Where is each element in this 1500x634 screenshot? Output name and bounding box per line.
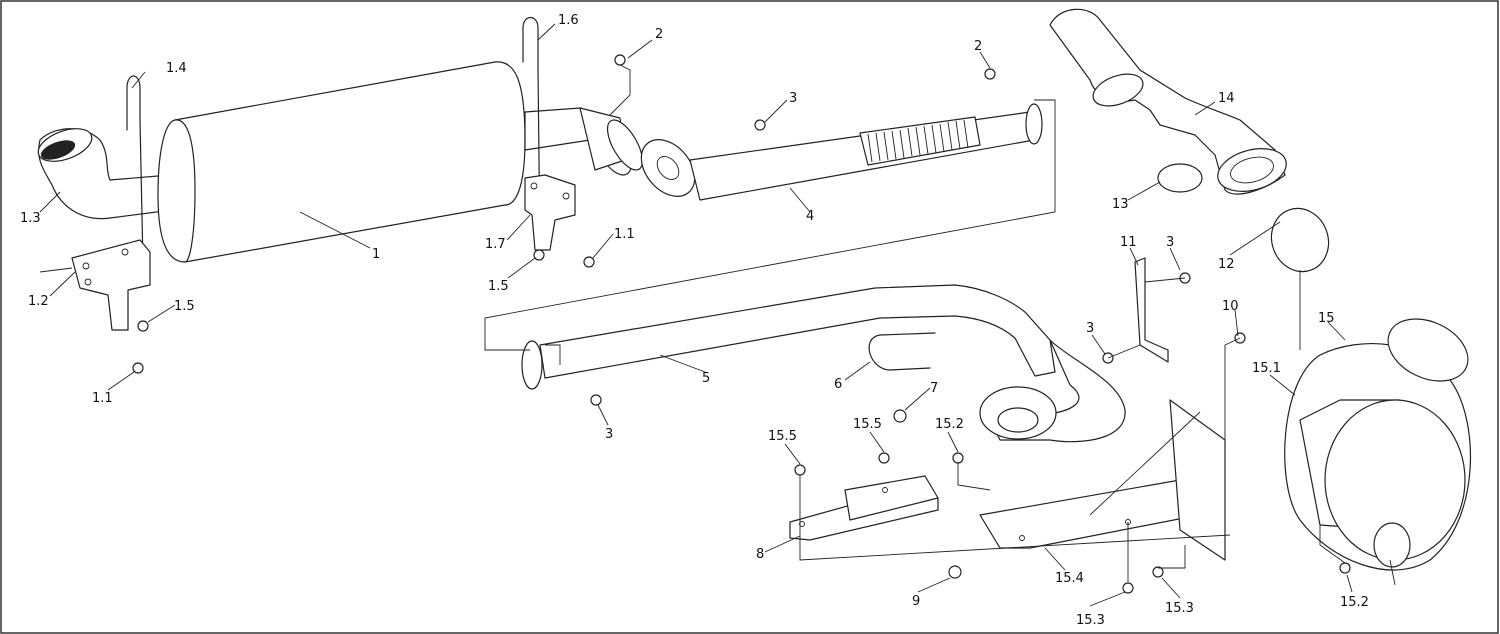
callout-1-4: 1.4 bbox=[166, 61, 187, 76]
callout-15-5-left: 15.5 bbox=[768, 429, 797, 444]
callout-11: 11 bbox=[1120, 235, 1137, 250]
tail-pipe-part bbox=[521, 284, 1126, 443]
callout-3-right: 3 bbox=[1166, 235, 1174, 250]
callout-15-2-left: 15.2 bbox=[935, 417, 964, 432]
bracket-11 bbox=[1134, 257, 1169, 363]
callout-2-left: 2 bbox=[655, 27, 663, 42]
callout-15-4: 15.4 bbox=[1055, 571, 1084, 586]
callout-7: 7 bbox=[930, 381, 938, 396]
leader-lines bbox=[39, 23, 1353, 607]
callout-1-7: 1.7 bbox=[485, 237, 506, 252]
callout-1-5-right: 1.5 bbox=[488, 279, 509, 294]
callout-3-mid: 3 bbox=[1086, 321, 1094, 336]
callout-3-top: 3 bbox=[789, 91, 797, 106]
callout-15-5-right: 15.5 bbox=[853, 417, 882, 432]
callout-1-1-right: 1.1 bbox=[614, 227, 635, 242]
bracket-left bbox=[71, 239, 151, 331]
elbow-inlet-part bbox=[37, 128, 173, 220]
callout-10: 10 bbox=[1222, 299, 1239, 314]
callout-6: 6 bbox=[834, 377, 842, 392]
callout-1-3: 1.3 bbox=[20, 211, 41, 226]
mounting-bracket-15-4 bbox=[979, 399, 1226, 561]
callout-12: 12 bbox=[1218, 257, 1235, 272]
assembly-guide-lines bbox=[484, 64, 1346, 582]
bracket-right bbox=[524, 174, 576, 251]
callout-5: 5 bbox=[702, 371, 710, 386]
hose-clamp-12 bbox=[1270, 207, 1330, 273]
mounting-bracket-8 bbox=[789, 475, 939, 541]
callout-15-1: 15.1 bbox=[1252, 361, 1281, 376]
air-cleaner-part bbox=[1284, 318, 1471, 586]
callout-labels: 1 1.1 1.1 1.2 1.3 1.4 1.5 1.5 1.6 1.7 2 … bbox=[20, 13, 1369, 628]
callout-1: 1 bbox=[372, 247, 380, 262]
callout-15: 15 bbox=[1318, 311, 1335, 326]
flex-pipe-part bbox=[640, 103, 1043, 201]
callout-14: 14 bbox=[1218, 91, 1235, 106]
callout-15-3-right: 15.3 bbox=[1165, 601, 1194, 616]
callout-15-3-left: 15.3 bbox=[1076, 613, 1105, 628]
intake-hose-part bbox=[1049, 8, 1287, 195]
callout-1-6: 1.6 bbox=[558, 13, 579, 28]
callout-9: 9 bbox=[912, 594, 920, 609]
callout-2-right: 2 bbox=[974, 39, 982, 54]
callout-13: 13 bbox=[1112, 197, 1129, 212]
callout-1-2: 1.2 bbox=[28, 294, 49, 309]
callout-15-2-right: 15.2 bbox=[1340, 595, 1369, 610]
callout-1-5-left: 1.5 bbox=[174, 299, 195, 314]
callout-1-1-left: 1.1 bbox=[92, 391, 113, 406]
callout-4: 4 bbox=[806, 209, 814, 224]
muffler-part bbox=[157, 61, 644, 263]
u-bolt-part bbox=[868, 334, 931, 371]
callout-8: 8 bbox=[756, 547, 764, 562]
callout-3-bottom: 3 bbox=[605, 427, 613, 442]
hose-clamp-13 bbox=[1157, 163, 1203, 193]
fasteners bbox=[132, 54, 1351, 594]
u-bolt-leg bbox=[879, 332, 936, 336]
